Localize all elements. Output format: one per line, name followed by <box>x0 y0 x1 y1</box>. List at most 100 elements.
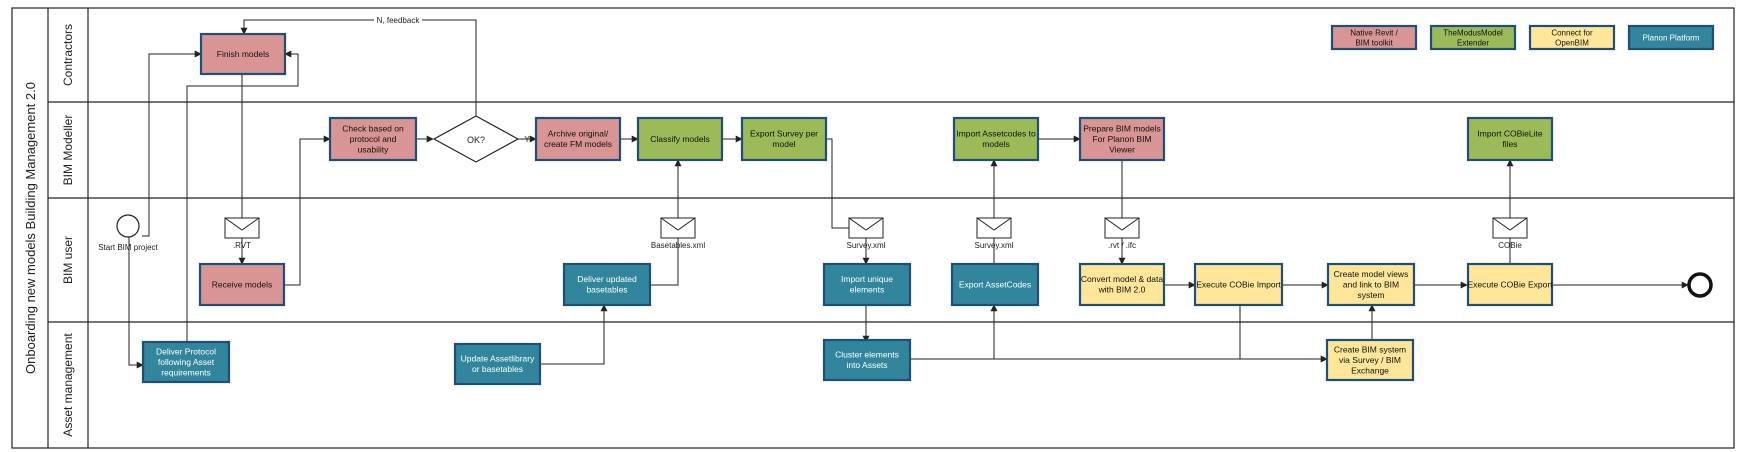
flow-update-to-deliver <box>540 304 608 365</box>
legend-item-planon[interactable]: Planon Platform <box>1627 24 1715 51</box>
lane-label-bim-user: BIM user <box>61 236 75 284</box>
envelope-flap <box>976 217 1012 231</box>
task-execute-cobie-export[interactable]: Execute COBie Export <box>1466 262 1554 307</box>
start-event-label: Start BIM project <box>98 243 158 252</box>
task-execute-cobie-import-label: Execute COBie Import <box>1196 279 1281 289</box>
task-receive-models-shape <box>198 262 286 307</box>
envelope-flap <box>848 217 884 231</box>
task-finish-models[interactable]: Finish models <box>199 32 287 76</box>
task-execute-cobie-import[interactable]: Execute COBie Import <box>1193 262 1284 307</box>
flow-start-to-protocol <box>128 236 144 369</box>
envelope-icon <box>1104 217 1140 239</box>
task-archive-original-shape <box>534 116 622 162</box>
task-update-assetlibrary-shape <box>453 342 542 386</box>
message-label: .rvt / .ifc <box>1108 241 1136 250</box>
lane-label-bim-modeller: BIM Modeller <box>61 115 75 186</box>
message-survey1: Survey.xml <box>847 217 886 250</box>
task-classify-models[interactable]: Classify models <box>636 116 724 162</box>
lane-labels: Contractors BIM Modeller BIM user Asset … <box>61 24 75 437</box>
task-archive-original[interactable]: Archive original/create FM models <box>534 116 622 162</box>
gateway-label: OK? <box>467 135 485 145</box>
flow-receive-to-check <box>284 135 331 286</box>
task-export-survey-shape <box>740 116 828 162</box>
lane-label-asset-management: Asset management <box>61 333 75 437</box>
envelope-icon <box>976 217 1012 239</box>
end-event[interactable] <box>1687 272 1713 298</box>
legend-item-planon-label: Planon Platform <box>1643 33 1700 42</box>
task-execute-cobie-export-label: Execute COBie Export <box>1467 279 1553 289</box>
task-receive-models-label: Receive models <box>212 279 272 289</box>
start-event[interactable] <box>116 214 140 238</box>
task-finish-models-shape <box>199 32 287 76</box>
task-deliver-basetables-shape <box>562 262 652 307</box>
flow-export-to-import-unique <box>826 138 870 265</box>
flow-protocol-to-finish <box>186 50 299 346</box>
envelope-flap <box>1492 217 1528 231</box>
task-classify-models-label: Classify models <box>650 134 710 144</box>
legend-item-planon-shape <box>1627 24 1715 51</box>
envelope-icon <box>660 217 696 239</box>
task-execute-cobie-export-shape <box>1466 262 1554 307</box>
envelope-icon <box>1492 217 1528 239</box>
task-execute-cobie-import-shape <box>1193 262 1284 307</box>
task-classify-models-shape <box>636 116 724 162</box>
legend-item-native[interactable]: Native Revit /BIM toolkit <box>1330 24 1418 51</box>
gateway-no-label: N, feedback <box>377 16 421 25</box>
gateway[interactable]: OK? Y N, feedback <box>374 14 530 163</box>
task-deliver-protocol-shape <box>141 340 231 384</box>
pool-title: Onboarding new models Building Managemen… <box>23 82 38 374</box>
legend-item-native-label: Native Revit /BIM toolkit <box>1350 28 1398 47</box>
task-cluster-elements-shape <box>822 338 912 382</box>
legend-item-extender-shape <box>1429 24 1517 51</box>
legend-item-native-shape <box>1330 24 1418 51</box>
events: Start BIM project <box>98 214 1713 298</box>
message-basetables: Basetables.xml <box>651 217 705 250</box>
task-import-assetcodes-shape <box>952 116 1040 162</box>
task-import-cobielite-shape <box>1466 116 1554 162</box>
message-cobie: COBie <box>1492 217 1528 250</box>
flow-deliver-to-classify <box>650 159 682 286</box>
connectors <box>128 19 1689 369</box>
message-label: COBie <box>1498 241 1522 250</box>
task-create-bim-system-shape <box>1325 338 1415 382</box>
envelope-icon <box>848 217 884 239</box>
gateway-yes-label: Y <box>524 135 530 144</box>
task-export-assetcodes-shape <box>950 262 1040 307</box>
task-export-assetcodes[interactable]: Export AssetCodes <box>950 262 1040 307</box>
task-import-unique-shape <box>822 262 912 307</box>
envelope-flap <box>1104 217 1140 231</box>
task-receive-models[interactable]: Receive models <box>198 262 286 307</box>
task-finish-models-label: Finish models <box>217 49 269 59</box>
gateway-diamond <box>432 115 520 163</box>
flow-execute-import-to-system <box>1239 305 1327 360</box>
